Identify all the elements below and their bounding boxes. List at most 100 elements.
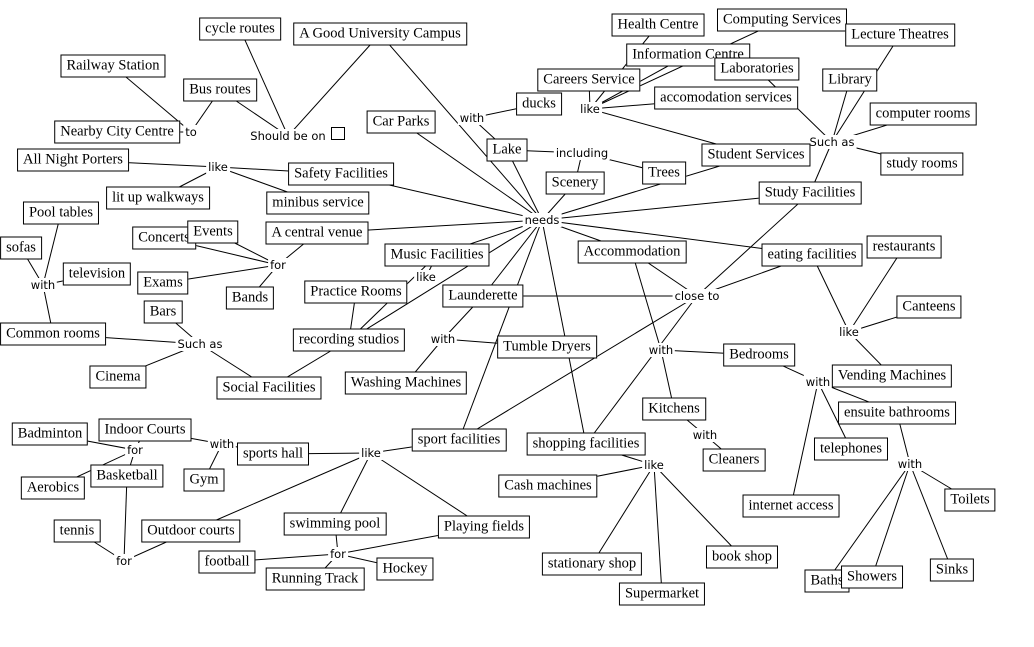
concept-practice[interactable]: Practice Rooms <box>304 280 408 304</box>
linking-phrase-with_laund: with <box>428 332 458 346</box>
concept-football[interactable]: football <box>198 550 256 574</box>
concept-studyrooms[interactable]: study rooms <box>880 152 964 176</box>
concept-restaurants[interactable]: restaurants <box>866 235 942 259</box>
concept-sport[interactable]: sport facilities <box>411 428 507 452</box>
concept-cash[interactable]: Cash machines <box>498 474 598 498</box>
concept-bedrooms[interactable]: Bedrooms <box>723 343 795 367</box>
connector-with_common-pool <box>42 212 62 286</box>
concept-scenery[interactable]: Scenery <box>545 171 605 195</box>
concept-outdoor[interactable]: Outdoor courts <box>141 519 241 543</box>
concept-cleaners[interactable]: Cleaners <box>702 448 766 472</box>
concept-studyfac[interactable]: Study Facilities <box>758 181 862 205</box>
concept-gym[interactable]: Gym <box>183 468 225 492</box>
linking-phrase-including: including <box>553 146 611 160</box>
concept-railway[interactable]: Railway Station <box>60 54 166 78</box>
connector-like_eating-eating <box>811 254 850 333</box>
concept-trees[interactable]: Trees <box>642 161 686 185</box>
concept-lecture[interactable]: Lecture Theatres <box>845 23 955 47</box>
concept-aerobics[interactable]: Aerobics <box>20 476 86 500</box>
concept-supermarket[interactable]: Supermarket <box>618 582 706 606</box>
concept-cycle[interactable]: cycle routes <box>199 17 281 41</box>
concept-shopping[interactable]: shopping facilities <box>526 432 646 456</box>
concept-sofas[interactable]: sofas <box>0 236 42 260</box>
concept-exams[interactable]: Exams <box>137 271 189 295</box>
concept-hockey[interactable]: Hockey <box>376 557 434 581</box>
concept-safety[interactable]: Safety Facilities <box>288 162 394 186</box>
concept-carparks[interactable]: Car Parks <box>366 110 436 134</box>
concept-running[interactable]: Running Track <box>265 567 365 591</box>
concept-canteens[interactable]: Canteens <box>896 295 962 319</box>
concept-social[interactable]: Social Facilities <box>216 376 322 400</box>
concept-swimming[interactable]: swimming pool <box>283 512 387 536</box>
concept-launderette[interactable]: Launderette <box>442 284 524 308</box>
concept-bus[interactable]: Bus routes <box>183 78 257 102</box>
linking-phrase-suchas_study: Such as <box>807 135 857 149</box>
linking-phrase-like_sport: like <box>359 446 383 460</box>
connector-like_services-health <box>589 24 659 110</box>
concept-stationary[interactable]: stationary shop <box>541 552 643 576</box>
linking-phrase-needs: needs <box>522 213 562 227</box>
linking-phrase-closeto: close to <box>672 289 722 303</box>
concept-playing[interactable]: Playing fields <box>437 515 531 539</box>
concept-sinks[interactable]: Sinks <box>929 558 975 582</box>
concept-toilets[interactable]: Toilets <box>944 488 996 512</box>
concept-vending[interactable]: Vending Machines <box>831 364 953 388</box>
concept-telephones[interactable]: telephones <box>813 437 889 461</box>
concept-indoor[interactable]: Indoor Courts <box>98 418 192 442</box>
linking-phrase-with_common: with <box>28 278 58 292</box>
concept-ducks[interactable]: ducks <box>516 92 562 116</box>
concept-kitchens[interactable]: Kitchens <box>642 397 706 421</box>
concept-tennis[interactable]: tennis <box>53 519 101 543</box>
empty-concept-box[interactable] <box>331 127 345 140</box>
concept-eating[interactable]: eating facilities <box>761 243 863 267</box>
concept-careers[interactable]: Careers Service <box>537 68 641 92</box>
concept-concerts[interactable]: Concerts <box>132 226 196 250</box>
concept-baths[interactable]: Baths <box>804 569 850 593</box>
concept-music[interactable]: Music Facilities <box>384 243 490 267</box>
connector-campus-needs <box>379 33 543 221</box>
concept-accommodation[interactable]: Accommodation <box>577 240 687 264</box>
concept-pool[interactable]: Pool tables <box>22 201 100 225</box>
connector-closeto-shopping <box>585 295 698 445</box>
concept-tumble[interactable]: Tumble Dryers <box>497 335 597 359</box>
concept-venue[interactable]: A central venue <box>265 221 369 245</box>
concept-minibus[interactable]: minibus service <box>266 191 370 215</box>
concept-campus[interactable]: A Good University Campus <box>293 22 467 46</box>
concept-student[interactable]: Student Services <box>701 143 811 167</box>
concept-washing[interactable]: Washing Machines <box>344 371 468 395</box>
concept-tv[interactable]: television <box>62 262 132 286</box>
concept-city[interactable]: Nearby City Centre <box>54 120 180 144</box>
concept-accserv[interactable]: accomodation services <box>654 86 798 110</box>
concept-labs[interactable]: Laboratories <box>714 57 800 81</box>
linking-phrase-suchas_social: Such as <box>175 337 225 351</box>
linking-phrase-with_bed: with <box>803 375 833 389</box>
concept-recording[interactable]: recording studios <box>292 328 406 352</box>
concept-bars[interactable]: Bars <box>143 300 183 324</box>
connector-like_shop-stationary <box>591 464 655 565</box>
concept-cinema[interactable]: Cinema <box>89 365 147 389</box>
linking-phrase-with_acc: with <box>646 343 676 357</box>
linking-phrase-like_services: like <box>578 102 602 116</box>
concept-events[interactable]: Events <box>187 220 239 244</box>
concept-library[interactable]: Library <box>822 68 878 92</box>
concept-basketball[interactable]: Basketball <box>90 464 164 488</box>
concept-porters[interactable]: All Night Porters <box>17 148 129 172</box>
concept-ensuite[interactable]: ensuite bathrooms <box>838 401 956 425</box>
concept-health[interactable]: Health Centre <box>611 13 705 37</box>
concept-comprooms[interactable]: computer rooms <box>869 102 977 126</box>
concept-badminton[interactable]: Badminton <box>11 422 89 446</box>
concept-sportshall[interactable]: sports hall <box>236 442 310 466</box>
concept-showers[interactable]: Showers <box>841 565 903 589</box>
linking-phrase-like_eating: like <box>837 325 861 339</box>
linking-phrase-like_safety: like <box>206 160 230 174</box>
concept-bands[interactable]: Bands <box>225 286 275 310</box>
concept-common[interactable]: Common rooms <box>0 322 106 346</box>
connector-cycle-shouldbe <box>239 28 289 137</box>
concept-lake[interactable]: Lake <box>486 138 528 162</box>
concept-walkways[interactable]: lit up walkways <box>106 186 210 210</box>
linking-phrase-with_kitchen: with <box>690 428 720 442</box>
concept-internet[interactable]: internet access <box>742 494 840 518</box>
concept-computing[interactable]: Computing Services <box>716 8 848 32</box>
concept-bookshop[interactable]: book shop <box>705 545 779 569</box>
connector-launderette-needs <box>482 219 543 297</box>
